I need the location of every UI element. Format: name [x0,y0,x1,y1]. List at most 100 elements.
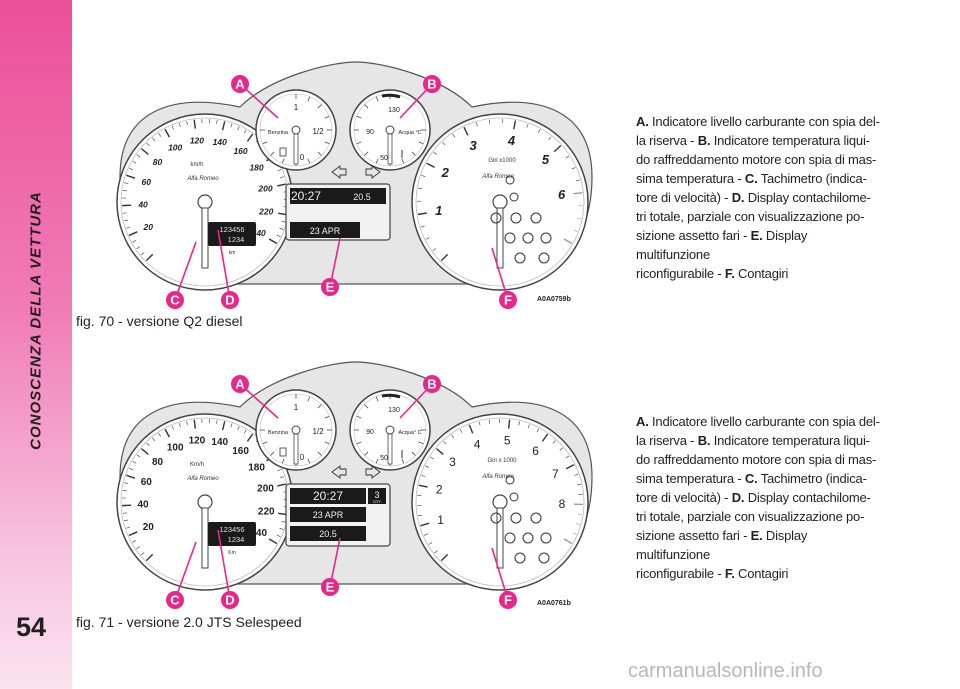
tachometer-tick [421,175,426,177]
temp-gauge-tick [356,415,362,419]
tachometer-tick [442,142,446,146]
tachometer-tick [452,133,456,138]
fuel-gauge-tick [324,441,330,445]
tachometer-tick [459,429,463,433]
fuel-gauge-tick [270,151,275,156]
rpm-unit-label: Giri x1000 [488,158,516,164]
temp-gauge-tick [411,451,416,456]
section-title-text: CONOSCENZA DELLA VETTURA [27,191,45,450]
callout-marker [221,591,239,609]
speedometer-tick [280,476,285,479]
temp-gauge-tick [411,151,416,156]
fuel-gauge-tick [317,151,322,156]
display-time: 20:27 [291,189,321,203]
speedometer-tick [129,467,133,471]
speedometer-tick [124,482,129,484]
temp-gauge-tick [375,458,379,464]
temp-max-label: 130 [388,407,400,414]
display-top-segment [290,188,386,204]
speedometer-hub [197,494,213,510]
callout-marker [321,578,339,596]
fuel-pump-icon [279,447,287,457]
speedometer-tick [122,512,127,514]
fuel-gauge-tick [281,158,285,164]
warning-lamp-icon [540,532,552,544]
callout-marker [221,291,239,309]
tachometer-tick [440,553,449,562]
speedometer-tick [124,519,129,522]
tachometer-tick [420,225,425,228]
callout-leader [174,241,197,301]
fuel-gauge-tick [317,404,322,409]
callout-letter: E [326,580,335,595]
display-date-segment [290,222,360,238]
tachometer-tick [576,179,581,182]
speedometer-tick [171,125,174,130]
fuel-gauge-label: Benzina [268,430,289,436]
speedometer-tick [126,226,131,229]
figure-caption-71: fig. 71 - versione 2.0 JTS Selespeed [76,614,302,630]
tachometer-tick [425,465,430,468]
speedometer-label: 20 [143,222,154,232]
speedometer-tick [136,154,141,158]
odometer-total: 123456 [219,525,244,534]
speedometer-label: 240 [251,228,266,238]
speedometer-tick [158,433,162,437]
turn-left-icon [331,465,347,479]
tachometer-tick [428,542,433,545]
fuel-empty-label: 0 [300,453,305,462]
warning-lamp-icon [504,532,516,544]
speedometer-label: 240 [250,528,267,539]
tachometer-tick [565,464,575,470]
tachometer-tick [574,473,579,476]
tachometer-hub [492,194,508,210]
speedometer-label: 60 [141,477,153,488]
temp-gauge-hub [385,425,395,435]
tachometer-label: 2 [436,482,443,496]
fuel-full-label: 1 [294,403,299,412]
tachometer-tick [426,162,435,169]
temp-gauge-tick [364,451,369,456]
speedometer-tick [279,527,284,530]
speedometer-tick [128,531,138,537]
callout-leader [217,529,231,601]
tachometer-tick [563,538,573,545]
rpm-unit-label: Giri x 1000 [487,458,517,464]
tachometer-tick [475,122,478,127]
fuel-gauge-tick [281,458,285,464]
speedometer-tick [193,119,197,129]
callout-letter: D [225,593,234,608]
fuel-gauge-tick [307,158,311,164]
speedometer-tick [243,129,247,134]
fuel-gauge-tick [317,104,322,109]
speedometer-tick [277,483,287,487]
speedometer-tick [140,448,149,455]
temp-mid-label: 90 [366,429,374,436]
speedometer-tick [145,553,154,562]
section-title: CONOSCENZA DELLA VETTURA [20,191,52,450]
speed-unit-label: km/h [190,162,203,168]
display-gear-segment [368,488,386,504]
callout-marker [321,278,339,296]
speedometer-tick [136,546,140,550]
tachometer-tick [548,136,552,140]
callout-letter: F [504,593,512,608]
display-outside-temp: 20.5 [353,192,371,202]
speedometer-tick [279,227,284,230]
tachometer-tick [571,167,576,170]
tachometer-label: 5 [542,152,550,167]
temp-gauge-tick [418,441,424,445]
temp-gauge-needle [387,433,393,465]
tachometer-tick [433,151,438,155]
speedometer-tick [124,182,129,184]
speedometer-tick [164,428,171,438]
tachometer-tick [421,475,426,477]
tachometer-tick [468,424,474,434]
speedometer-label: 20 [143,522,155,533]
tachometer-tick [513,120,517,130]
speedometer-tick [186,421,188,426]
temp-gauge-needle [387,133,393,165]
callout-letter: C [170,293,180,308]
temp-gauge-tick [375,96,379,102]
